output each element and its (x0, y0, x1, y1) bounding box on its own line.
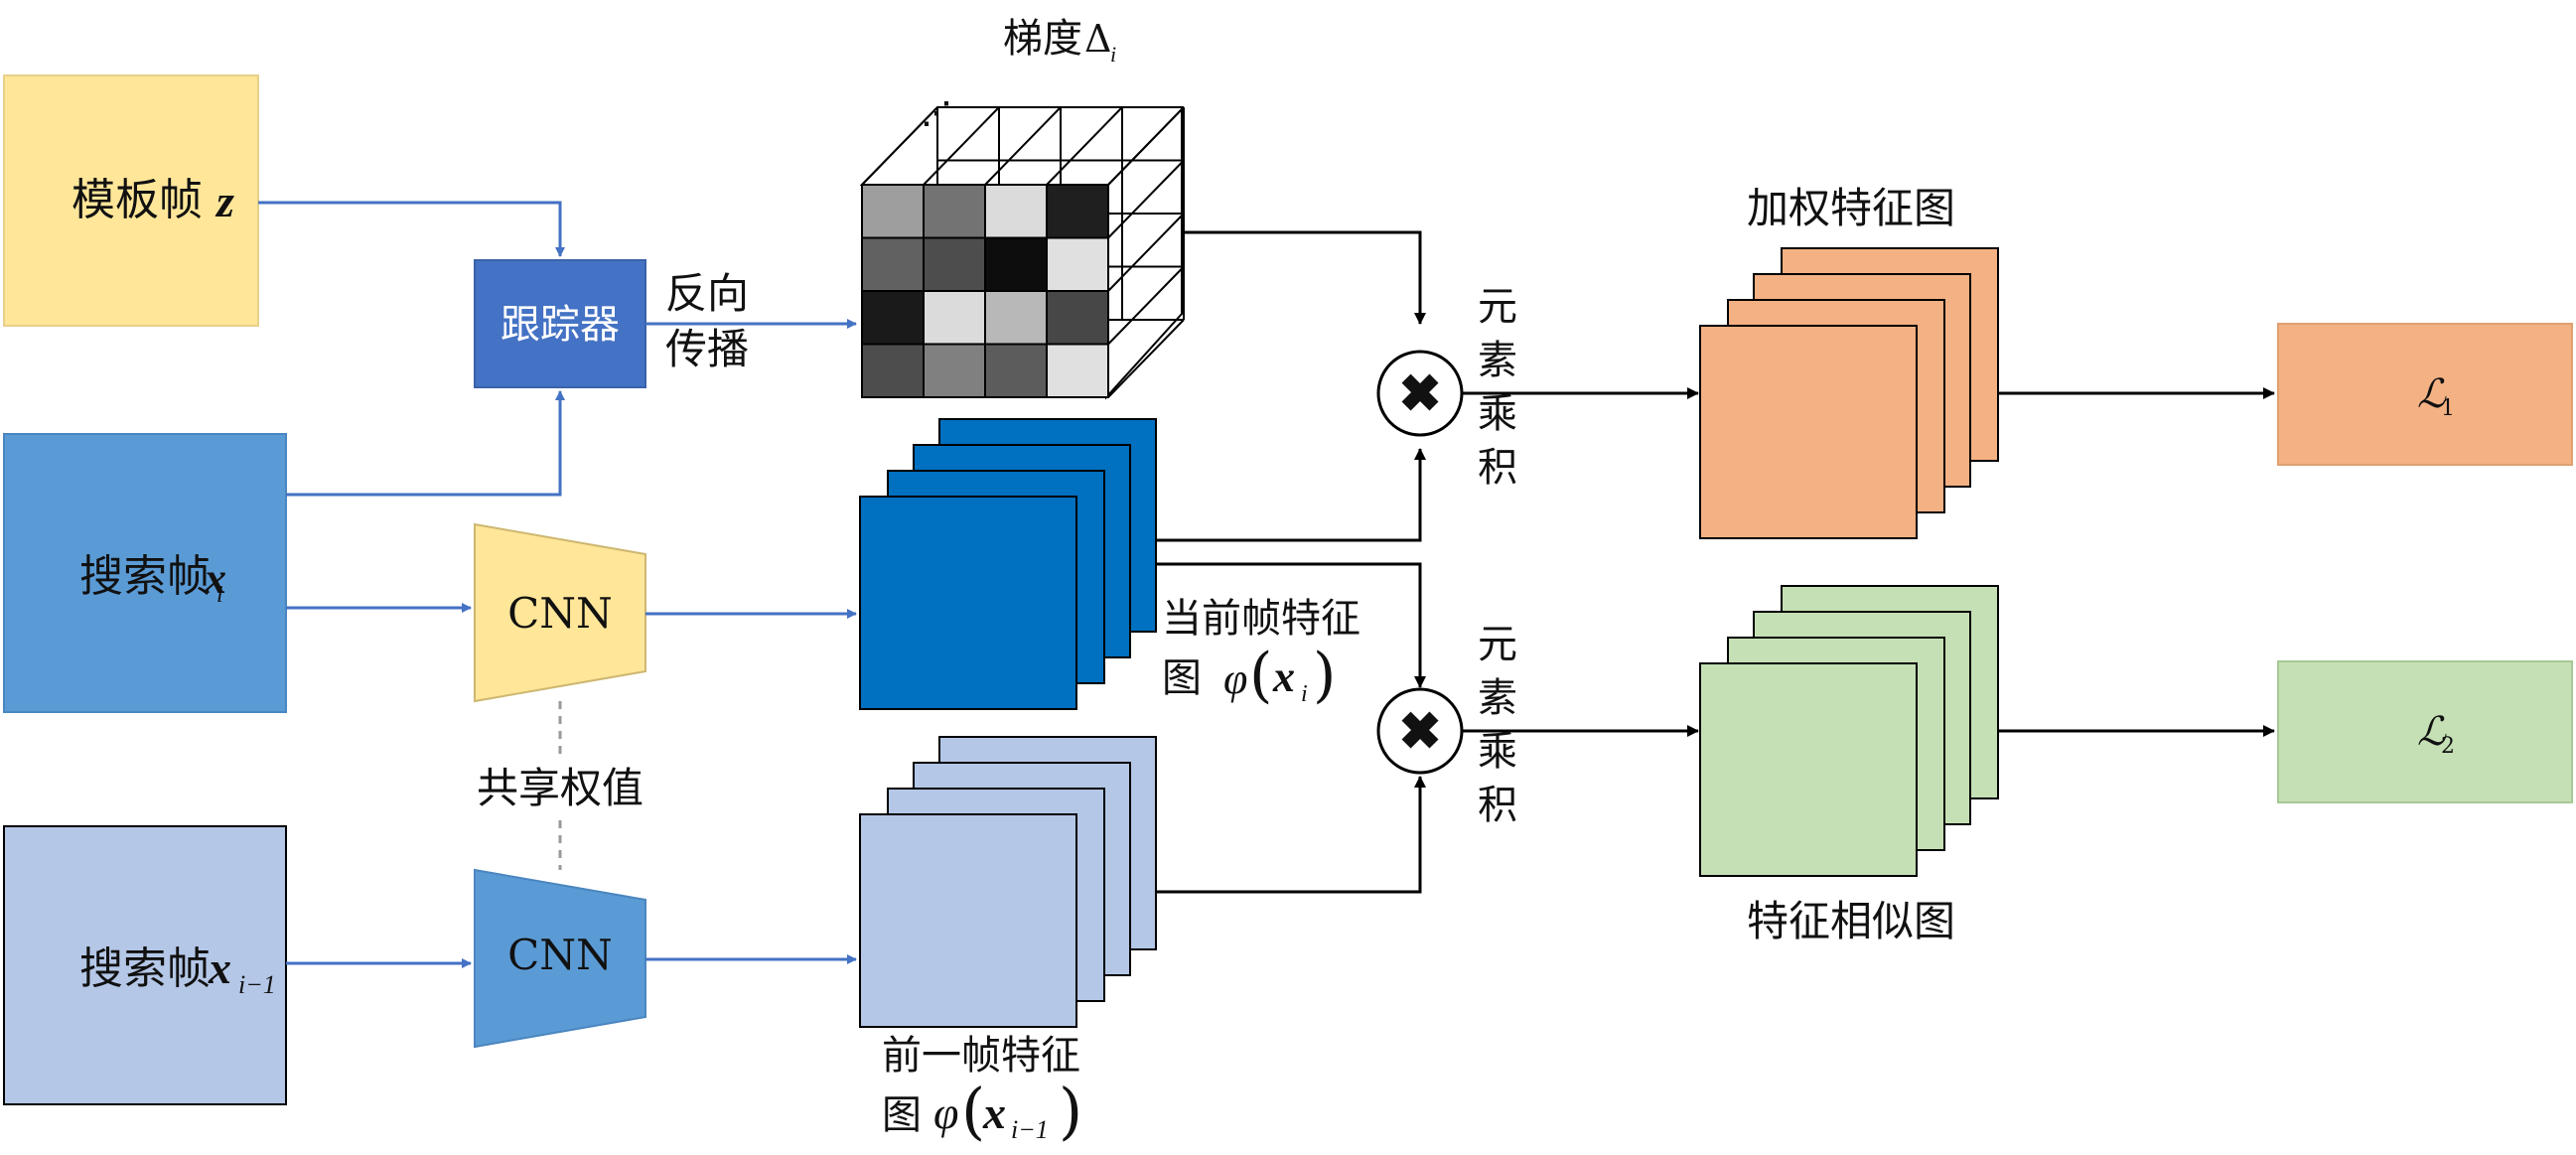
prev-feature-phi: φ (933, 1087, 958, 1138)
multiply-bottom-node: ✖ (1376, 687, 1464, 775)
elementwise-bottom-char-1: 元 (1478, 622, 1517, 667)
prev-feature-label-prefix: 图 (882, 1092, 922, 1138)
current-feature-sub: i (1301, 681, 1308, 707)
elementwise-top-label: 元 素 乘 积 (1478, 284, 1517, 491)
similarity-map-label: 特征相似图 (1747, 897, 1955, 945)
current-feature-label-prefix: 图 (1162, 655, 1202, 701)
gradient-cell (1046, 184, 1109, 239)
arrow-search-to-tracker (286, 390, 565, 497)
multiply-top-node: ✖ (1376, 350, 1464, 437)
gradient-cube: ⋰ (859, 96, 1185, 400)
gradient-cell (984, 290, 1048, 346)
elementwise-top-char-4: 积 (1478, 445, 1517, 491)
gradient-cell (861, 184, 925, 239)
cnn-top-node: CNN (474, 522, 646, 703)
gradient-cell (984, 184, 1048, 239)
gradient-cell (1046, 343, 1109, 398)
gradient-cell (923, 343, 986, 398)
elementwise-top-char-1: 元 (1478, 284, 1517, 330)
gradient-cell (861, 236, 925, 292)
current-feature-label-line1: 当前帧特征 (1162, 596, 1360, 642)
prev-feature-label-line1: 前一帧特征 (882, 1033, 1080, 1079)
gradient-cell (923, 290, 986, 346)
loss2-node: ℒ 2 (2277, 660, 2573, 803)
tracker-node: 跟踪器 (474, 259, 646, 388)
template-frame-node: 模板帧 z (3, 74, 259, 327)
gradient-sub: i (1110, 42, 1116, 67)
black-connectors (1156, 230, 2275, 894)
shared-weights-mask (459, 761, 663, 820)
elementwise-top-char-3: 乘 (1478, 391, 1517, 437)
elementwise-bottom-char-2: 素 (1478, 675, 1517, 721)
arrow-prev-to-multiply-bottom (1156, 776, 1426, 894)
elementwise-top-char-2: 素 (1478, 338, 1517, 383)
prev-feature-stack (859, 736, 1157, 1028)
gradient-symbol: Δ (1084, 17, 1111, 61)
loss1-sub: 1 (2441, 396, 2455, 421)
prev-search-frame-sub: i−1 (238, 970, 276, 999)
elementwise-bottom-char-3: 乘 (1478, 729, 1517, 775)
gradient-cell (1046, 290, 1109, 346)
template-frame-label: 模板帧 (72, 175, 203, 225)
prev-feature-sub: i−1 (1011, 1115, 1049, 1144)
gradient-cell (861, 343, 925, 398)
weighted-map-stack (1699, 247, 1999, 539)
gradient-cell (923, 184, 986, 239)
gradient-cell (984, 236, 1048, 292)
similarity-map-stack (1699, 585, 1999, 877)
loss2-symbol: ℒ (2417, 709, 2447, 754)
arrow-current-to-multiply-top (1156, 448, 1426, 542)
blue-connectors (258, 201, 857, 968)
loss1-symbol: ℒ (2417, 371, 2447, 416)
prev-feature-rparen: ) (1059, 1075, 1082, 1147)
current-feature-phi: φ (1223, 654, 1247, 703)
gradient-ellipsis: ⋰ (922, 96, 951, 131)
gradient-cell (923, 236, 986, 292)
current-feature-rparen: ) (1313, 641, 1336, 710)
prev-feature-var: x (982, 1087, 1006, 1138)
multiply-bottom-icon: ✖ (1398, 701, 1442, 762)
tracker-label: 跟踪器 (501, 302, 620, 348)
search-frame-var: x (204, 554, 226, 603)
current-feature-var: x (1272, 652, 1295, 701)
weighted-map-label: 加权特征图 (1747, 184, 1955, 232)
multiply-top-icon: ✖ (1398, 363, 1442, 424)
search-frame-node: 搜索帧 x i (3, 433, 287, 713)
prev-search-frame-node: 搜索帧 x i−1 (3, 825, 287, 1105)
arrow-template-to-tracker (258, 201, 565, 257)
cnn-bottom-label: CNN (507, 931, 613, 979)
arrow-gradient-to-multiply-top (1182, 230, 1426, 325)
search-frame-sub: i (216, 582, 223, 608)
gradient-cell (984, 343, 1048, 398)
search-frame-label: 搜索帧 (79, 551, 211, 602)
gradient-label: 梯度 (1003, 16, 1082, 62)
gradient-cell (861, 290, 925, 346)
template-frame-var: z (215, 176, 234, 226)
current-feature-stack (859, 418, 1157, 710)
backprop-label-line1: 反向 (665, 269, 749, 318)
cnn-bottom-node: CNN (474, 868, 646, 1049)
loss2-sub: 2 (2441, 734, 2455, 759)
loss1-node: ℒ 1 (2277, 323, 2573, 466)
current-feature-lparen: ( (1249, 641, 1272, 710)
elementwise-bottom-label: 元 素 乘 积 (1478, 622, 1517, 828)
gradient-cell (1046, 236, 1109, 292)
cnn-top-label: CNN (507, 589, 613, 638)
arrow-current-to-multiply-bottom (1156, 562, 1426, 688)
shared-weights-label: 共享权值 (477, 764, 644, 812)
prev-search-frame-label: 搜索帧 (79, 943, 211, 994)
backprop-label-line2: 传播 (665, 325, 749, 373)
elementwise-bottom-char-4: 积 (1478, 783, 1517, 828)
prev-feature-lparen: ( (961, 1075, 985, 1147)
prev-search-frame-var: x (208, 942, 231, 993)
